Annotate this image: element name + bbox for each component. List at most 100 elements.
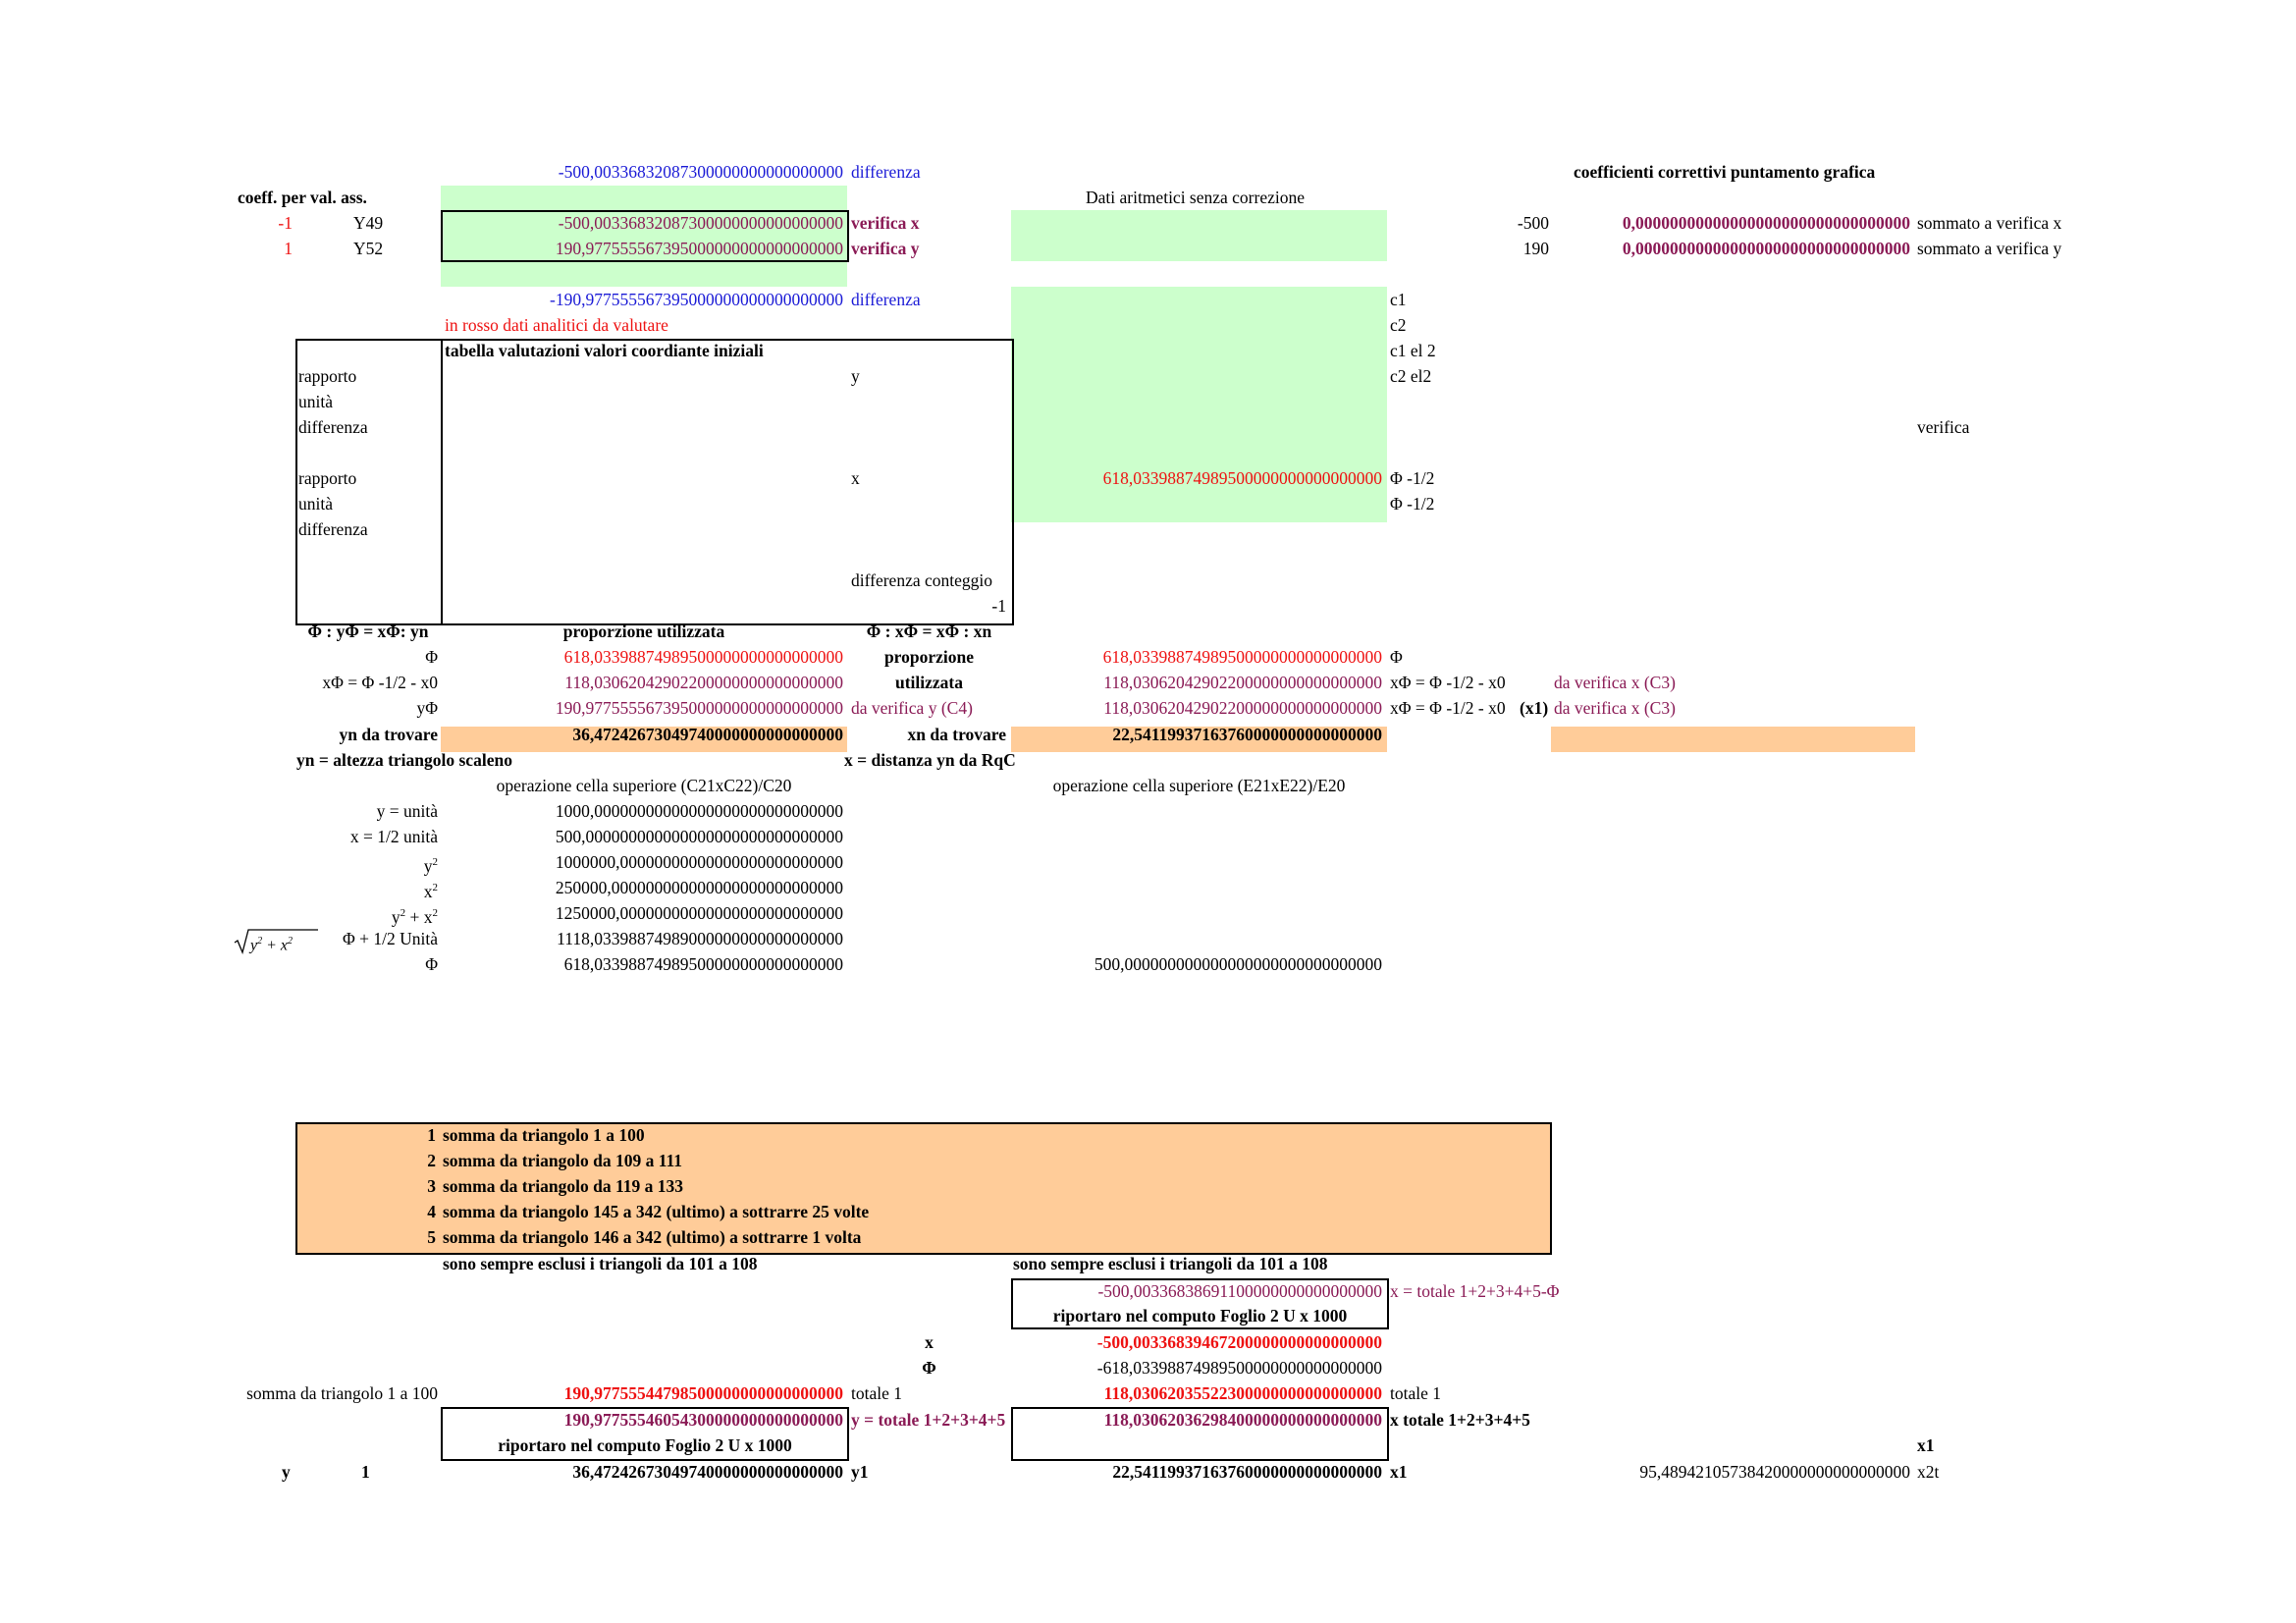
final-y-tag: y1: [851, 1462, 869, 1482]
calc-row7-label: Φ: [425, 954, 438, 974]
xn-def: x = distanza yn da RqC: [844, 750, 1016, 770]
table-y-rapporto: rapporto: [298, 366, 357, 386]
row-x-coeff: -1: [278, 213, 293, 233]
yn-def: yn = altezza triangolo scaleno: [296, 750, 512, 770]
calc-row4-value: 250000,000000000000000000000000000: [555, 878, 843, 897]
xn-label: xn da trovare: [907, 725, 1006, 744]
prop-left-title: proporzione utilizzata: [562, 622, 725, 641]
final-x2t-tag: x2t: [1917, 1462, 1940, 1482]
prop-right-title-2: utilizzata: [894, 673, 963, 692]
row-y-note: sommato a verifica y: [1917, 239, 2062, 258]
table-x-label: x: [851, 468, 860, 488]
row-x-note: sommato a verifica x: [1917, 213, 2062, 233]
row-x-cell: Y49: [353, 213, 384, 233]
result-box-left-bottom: [441, 1407, 849, 1461]
table-main-box: [441, 339, 1014, 625]
prop-row3-rtag: (x1): [1520, 698, 1549, 718]
prop-row3-rvalue: 118,03062042902200000000000000000: [1103, 698, 1382, 718]
coeff-abs-label: coeff. per val. ass.: [238, 188, 367, 207]
calc-row2-value: 500,000000000000000000000000000000: [555, 827, 843, 846]
table-title: tabella valutazioni valori coordiante in…: [445, 341, 764, 360]
row-y-raw: 190: [1522, 239, 1549, 258]
prop-row3-rnote: da verifica x (C3): [1554, 698, 1676, 718]
prop-row2-rnote: da verifica x (C3): [1554, 673, 1676, 692]
prop-row3-lnote: da verifica y (C4): [851, 698, 973, 718]
calc-row5-label: y2 + x2: [391, 906, 438, 927]
bottom-phi-value: -618,03398874989500000000000000000: [1096, 1358, 1382, 1378]
table-y-unita: unità: [298, 392, 333, 411]
calc-row2-label: x = 1/2 unità: [349, 827, 438, 846]
row-x-raw: -500: [1517, 213, 1549, 233]
orange-fill-yn: [441, 727, 847, 752]
excluded-right: sono sempre esclusi i triangoli da 101 a…: [1013, 1254, 1328, 1273]
prop-left-header: Φ : yΦ = xΦ: yn: [307, 622, 429, 641]
row-y-corr: 0,00000000000000000000000000000000: [1622, 239, 1910, 258]
sum-item-2-text: somma da triangolo da 109 a 111: [443, 1151, 683, 1170]
calc-row1-value: 1000,00000000000000000000000000000: [555, 801, 843, 821]
diff1-label: differenza: [851, 162, 921, 182]
diff-conteggio: differenza conteggio: [851, 570, 992, 590]
sums-box: [295, 1122, 1552, 1255]
calc-row1-label: y = unità: [376, 801, 438, 821]
prop-row2-rlabel: xΦ = Φ -1/2 - x0: [1390, 673, 1506, 692]
box-left-note: y = totale 1+2+3+4+5: [851, 1410, 1006, 1430]
coeff-header: coefficienti correttivi puntamento grafi…: [1574, 162, 1876, 182]
bottom-totale1-left: totale 1: [851, 1383, 902, 1403]
result-box-right-bottom: [1011, 1407, 1389, 1461]
bottom-sum-label: somma da triangolo 1 a 100: [246, 1383, 438, 1403]
table-y-label: y: [851, 366, 860, 386]
prop-right-title-1: proporzione: [883, 647, 975, 667]
box-right-note: x = totale 1+2+3+4+5-Φ: [1390, 1281, 1560, 1301]
sum-item-5-n: 5: [427, 1227, 436, 1247]
table-x-rapporto: rapporto: [298, 468, 357, 488]
c-label-1: c1: [1390, 290, 1407, 309]
yn-label: yn da trovare: [339, 725, 438, 744]
result-box-right-top: [1011, 1278, 1389, 1329]
verifica-box: [441, 210, 849, 262]
final-y-label: y: [282, 1462, 291, 1482]
calc-row4-label: x2: [423, 881, 438, 901]
green-fill-right-big: [1011, 287, 1387, 522]
diff2-label: differenza: [851, 290, 921, 309]
sum-item-4-n: 4: [427, 1202, 436, 1221]
calc-row6-label: Φ + 1/2 Unità: [342, 929, 438, 948]
box-right2-value: 118,03062036298400000000000000000: [1103, 1410, 1382, 1430]
diff2-value: -190,977555567395000000000000000000: [550, 290, 843, 309]
calc-row5-value: 1250000,00000000000000000000000000: [555, 903, 843, 923]
red-note: in rosso dati analitici da valutare: [445, 315, 668, 335]
row-x-corr: 0,00000000000000000000000000000000: [1622, 213, 1910, 233]
x1-header: x1: [1917, 1435, 1935, 1455]
prop-row1-llabel: Φ: [425, 647, 438, 667]
c-label-2: c2: [1390, 315, 1407, 335]
sum-item-2-n: 2: [427, 1151, 436, 1170]
prop-row2-lvalue: 118,03062042902200000000000000000: [564, 673, 843, 692]
final-y-num: 1: [361, 1462, 370, 1482]
c-label-4: c2 el2: [1390, 366, 1432, 386]
box-left-caption: riportaro nel computo Foglio 2 U x 1000: [498, 1435, 792, 1455]
c-label-3: c1 el 2: [1390, 341, 1436, 360]
row-y-coeff: 1: [284, 239, 293, 258]
bottom-x-label: x: [925, 1332, 934, 1352]
dati-label: Dati aritmetici senza correzione: [1086, 188, 1306, 207]
calc-row6-value: 1118,03398874989000000000000000000: [557, 929, 843, 948]
sum-item-3-text: somma da triangolo da 119 a 133: [443, 1176, 684, 1196]
prop-row2-llabel: xΦ = Φ -1/2 - x0: [322, 673, 438, 692]
green-fill-right-top: [1011, 210, 1387, 261]
row-x-label: verifica x: [851, 213, 920, 233]
sqrt-formula: y2 + x2: [234, 927, 318, 954]
sum-item-1-text: somma da triangolo 1 a 100: [443, 1125, 645, 1145]
bottom-x-value: -500,00336839467200000000000000000: [1096, 1332, 1382, 1352]
op-right: operazione cella superiore (E21xE22)/E20: [1052, 776, 1346, 795]
prop-row1-lvalue: 618,03398874989500000000000000000: [563, 647, 843, 667]
xn-value: 22,54119937163760000000000000000: [1112, 725, 1382, 744]
final-x-tag: x1: [1390, 1462, 1408, 1482]
prop-row1-rvalue: 618,03398874989500000000000000000: [1102, 647, 1382, 667]
green-fill-left-top: [441, 186, 847, 287]
box-left-value: 190,97755546054300000000000000000: [563, 1410, 843, 1430]
excluded-left: sono sempre esclusi i triangoli da 101 a…: [443, 1254, 758, 1273]
calc-row3-value: 1000000,00000000000000000000000000: [555, 852, 843, 872]
prop-row1-rlabel: Φ: [1390, 647, 1403, 667]
bottom-sum-right-value: 118,03062035522300000000000000000: [1103, 1383, 1382, 1403]
sum-item-1-n: 1: [427, 1125, 436, 1145]
sum-item-4-text: somma da triangolo 145 a 342 (ultimo) a …: [443, 1202, 870, 1221]
